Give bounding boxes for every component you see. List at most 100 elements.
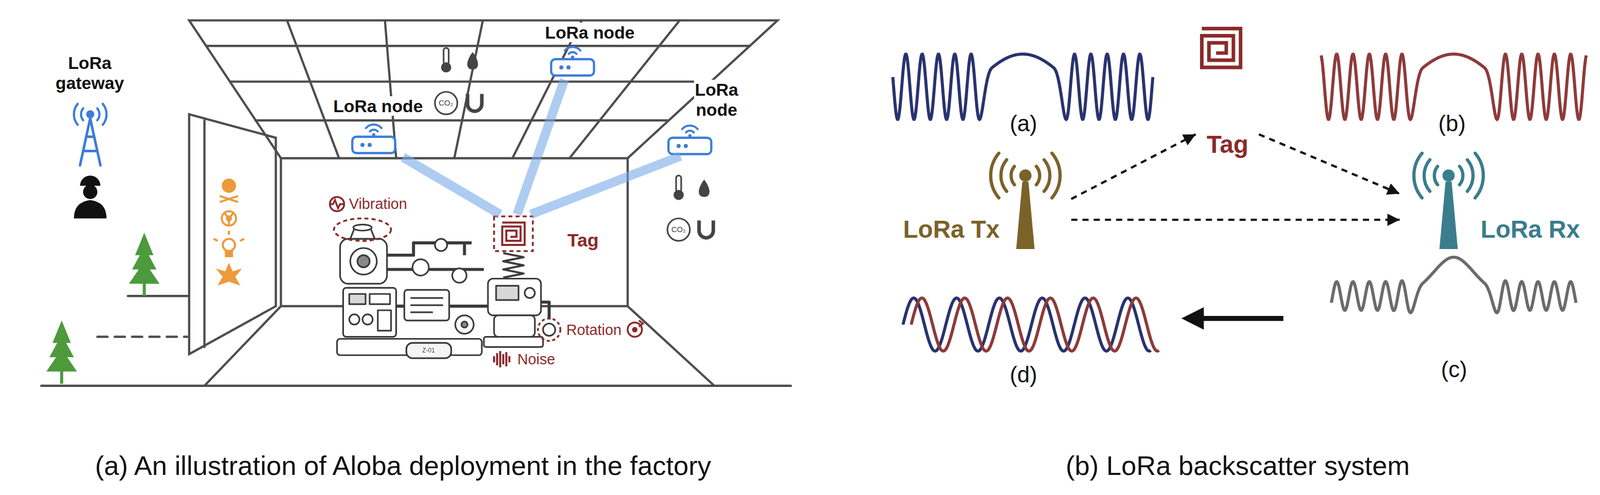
hazard-signs — [213, 230, 245, 241]
hazard-signs — [221, 211, 236, 226]
machine — [452, 268, 467, 283]
tree-crown — [46, 348, 78, 372]
signal-arc — [81, 108, 100, 121]
signal-arc — [990, 153, 1061, 198]
humidity-drop — [467, 51, 479, 70]
sensing-marks — [494, 350, 510, 368]
node-label: Tag — [566, 229, 600, 251]
signal-label: (a) — [1008, 110, 1039, 137]
wifi-dot — [571, 55, 575, 59]
machine — [434, 238, 448, 251]
tree — [46, 320, 78, 384]
tower-frame — [80, 118, 101, 166]
hazard-signs — [218, 265, 240, 284]
machine — [494, 315, 535, 337]
antenna-head — [1442, 169, 1456, 182]
tree-trunk — [60, 369, 64, 384]
co2-ring — [667, 217, 690, 241]
signal-label: (b) — [1437, 110, 1467, 137]
signal-arc — [1434, 166, 1464, 185]
backscatter-link — [1071, 218, 1400, 221]
gateway-worker — [74, 175, 107, 218]
signal-arc — [1011, 166, 1041, 185]
signal-arc — [1001, 159, 1050, 192]
sensing-marks — [639, 320, 644, 327]
backscatter-tag: Tag — [1195, 26, 1260, 162]
room-outline — [97, 335, 188, 338]
chirp-wave — [1321, 53, 1587, 120]
lora-node: LoRa node — [663, 77, 742, 157]
shifted-wave — [902, 297, 1151, 351]
transmitter: LoRa Tx — [898, 148, 1072, 252]
shifted-wave — [911, 297, 1159, 351]
sensing-label: Rotation — [565, 321, 623, 339]
antenna-mast — [1016, 181, 1035, 249]
machine — [377, 310, 392, 331]
radio-beam — [530, 155, 681, 214]
signal-label: (d) — [1008, 361, 1039, 388]
lora-node: LoRa node — [538, 20, 641, 80]
node-label: LoRa gateway — [54, 52, 125, 94]
machine — [496, 285, 519, 300]
room-outline — [128, 294, 190, 297]
wifi-arc — [568, 51, 577, 54]
machine — [540, 301, 550, 320]
tree-trunk — [142, 281, 147, 296]
gateway-tower — [74, 103, 107, 166]
sensing-marks — [330, 200, 345, 209]
machine — [524, 287, 535, 298]
backscatter-link — [1259, 134, 1400, 194]
sensor-icons — [434, 47, 482, 115]
lora-node-icon — [668, 125, 712, 155]
hazard-signs — [225, 250, 232, 257]
backscatter-tag: Tag — [492, 214, 607, 253]
wifi-arc — [369, 129, 378, 132]
chirp-wave — [892, 53, 1153, 120]
gateway: LoRa gateway — [50, 52, 129, 222]
combine-arrow — [1181, 306, 1284, 330]
sensor-text: CO₂ — [670, 225, 687, 234]
machine — [342, 287, 396, 337]
radio-beam — [517, 79, 565, 215]
hazard-signs — [223, 212, 234, 226]
machine — [353, 224, 372, 231]
machine — [350, 247, 377, 275]
router-led — [367, 142, 372, 148]
hazard-signs — [219, 195, 239, 203]
signal-arc — [1424, 159, 1474, 192]
hazard-signs — [222, 238, 235, 251]
magnet — [467, 93, 482, 112]
machine — [339, 238, 387, 284]
machine — [487, 278, 541, 315]
gateway-worker — [83, 184, 98, 199]
room-outline — [41, 157, 791, 386]
room-outline — [189, 20, 778, 159]
node-label: LoRa Tx — [901, 215, 1001, 244]
thermometer-bulb — [441, 62, 452, 73]
room-outline — [189, 114, 277, 354]
tree-crown — [129, 261, 160, 284]
combine-arrow — [1200, 315, 1284, 321]
gateway-worker — [74, 200, 107, 219]
machine — [412, 259, 429, 276]
lora-node-icon — [551, 46, 594, 76]
room-outline — [203, 120, 206, 347]
room-outline — [41, 20, 791, 386]
combine-arrow — [1181, 306, 1205, 330]
machine — [362, 314, 373, 325]
router-led — [360, 142, 365, 148]
machine — [349, 314, 360, 325]
tower-top — [86, 110, 95, 119]
sensing-marks — [334, 217, 392, 241]
machine — [357, 255, 370, 268]
machine — [404, 289, 449, 321]
node-label: LoRa node — [332, 96, 424, 117]
backscatter-link — [1071, 134, 1196, 199]
tree — [129, 232, 160, 296]
sensing-marks — [632, 327, 637, 332]
node-label: LoRa node — [694, 79, 740, 120]
thermometer-bulb — [673, 189, 684, 200]
antenna — [990, 153, 1061, 249]
antenna-mast — [1439, 181, 1459, 249]
signal-arc — [74, 103, 107, 125]
